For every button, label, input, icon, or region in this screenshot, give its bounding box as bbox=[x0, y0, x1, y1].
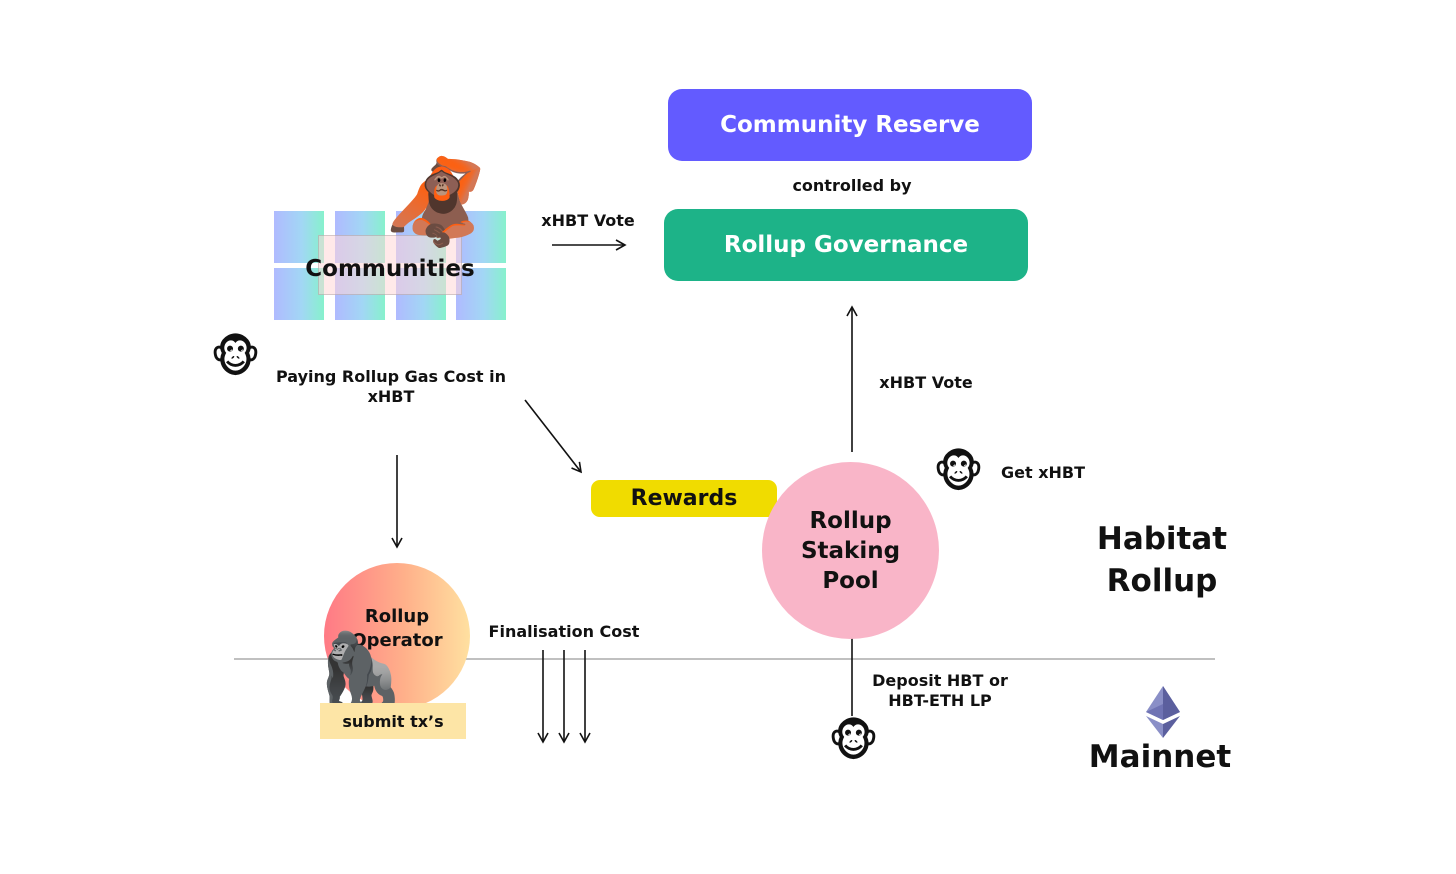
deposit-label: Deposit HBT or HBT-ETH LP bbox=[862, 671, 1018, 711]
rollup-operator-line-2: Operator bbox=[351, 630, 443, 651]
submit-txs-box: submit tx’s bbox=[320, 703, 466, 739]
ethereum-icon bbox=[1146, 686, 1180, 738]
communities-label: Communities bbox=[305, 256, 475, 282]
monkey-icon: 🐵 bbox=[933, 447, 984, 498]
arrow-gas-to-rewards bbox=[524, 399, 583, 474]
controlled-by-label: controlled by bbox=[792, 176, 912, 195]
habitat-rollup-line-1: Habitat bbox=[1096, 521, 1228, 557]
get-xhbt-label: Get xHBT bbox=[1000, 463, 1086, 482]
community-tile bbox=[456, 268, 506, 320]
submit-txs-label: submit tx’s bbox=[342, 711, 444, 731]
paying-gas-label: Paying Rollup Gas Cost in xHBT bbox=[270, 367, 512, 407]
xhbt-vote-top-label: xHBT Vote bbox=[541, 211, 635, 230]
rollup-operator-line-1: Rollup bbox=[364, 606, 430, 627]
mainnet-layer-label: Mainnet bbox=[1088, 739, 1232, 775]
orangutan-icon: 🦧 bbox=[384, 153, 489, 251]
xhbt-vote-right-label: xHBT Vote bbox=[879, 373, 973, 392]
rollup-operator-circle: Rollup Operator bbox=[324, 563, 470, 709]
rewards-label: Rewards bbox=[630, 486, 738, 511]
habitat-rollup-line-2: Rollup bbox=[1106, 563, 1218, 599]
habitat-rollup-layer-label: Habitat Rollup bbox=[1084, 518, 1240, 602]
finalisation-cost-label: Finalisation Cost bbox=[488, 622, 640, 641]
community-tile bbox=[274, 211, 324, 263]
monkey-icon: 🐵 bbox=[828, 716, 879, 767]
rewards-box: Rewards bbox=[591, 480, 777, 517]
communities-highlight bbox=[318, 235, 462, 295]
staking-pool-line-3: Pool bbox=[822, 567, 879, 594]
community-reserve-label: Community Reserve bbox=[720, 112, 980, 138]
community-tile bbox=[456, 211, 506, 263]
paying-gas-line-1: Paying Rollup Gas Cost in bbox=[276, 367, 506, 386]
paying-gas-line-2: xHBT bbox=[367, 387, 415, 406]
community-tile bbox=[274, 268, 324, 320]
rollup-governance-box: Rollup Governance bbox=[664, 209, 1028, 281]
deposit-line-2: HBT-ETH LP bbox=[888, 691, 992, 710]
monkey-icon: 🐵 bbox=[210, 332, 261, 383]
deposit-line-1: Deposit HBT or bbox=[872, 671, 1008, 690]
rollup-governance-label: Rollup Governance bbox=[723, 232, 969, 258]
community-reserve-box: Community Reserve bbox=[668, 89, 1032, 161]
staking-pool-line-2: Staking bbox=[800, 537, 901, 564]
gorilla-icon: 🦍 bbox=[316, 628, 404, 710]
staking-pool-line-1: Rollup bbox=[809, 507, 892, 534]
staking-pool-circle: Rollup Staking Pool bbox=[762, 462, 939, 639]
